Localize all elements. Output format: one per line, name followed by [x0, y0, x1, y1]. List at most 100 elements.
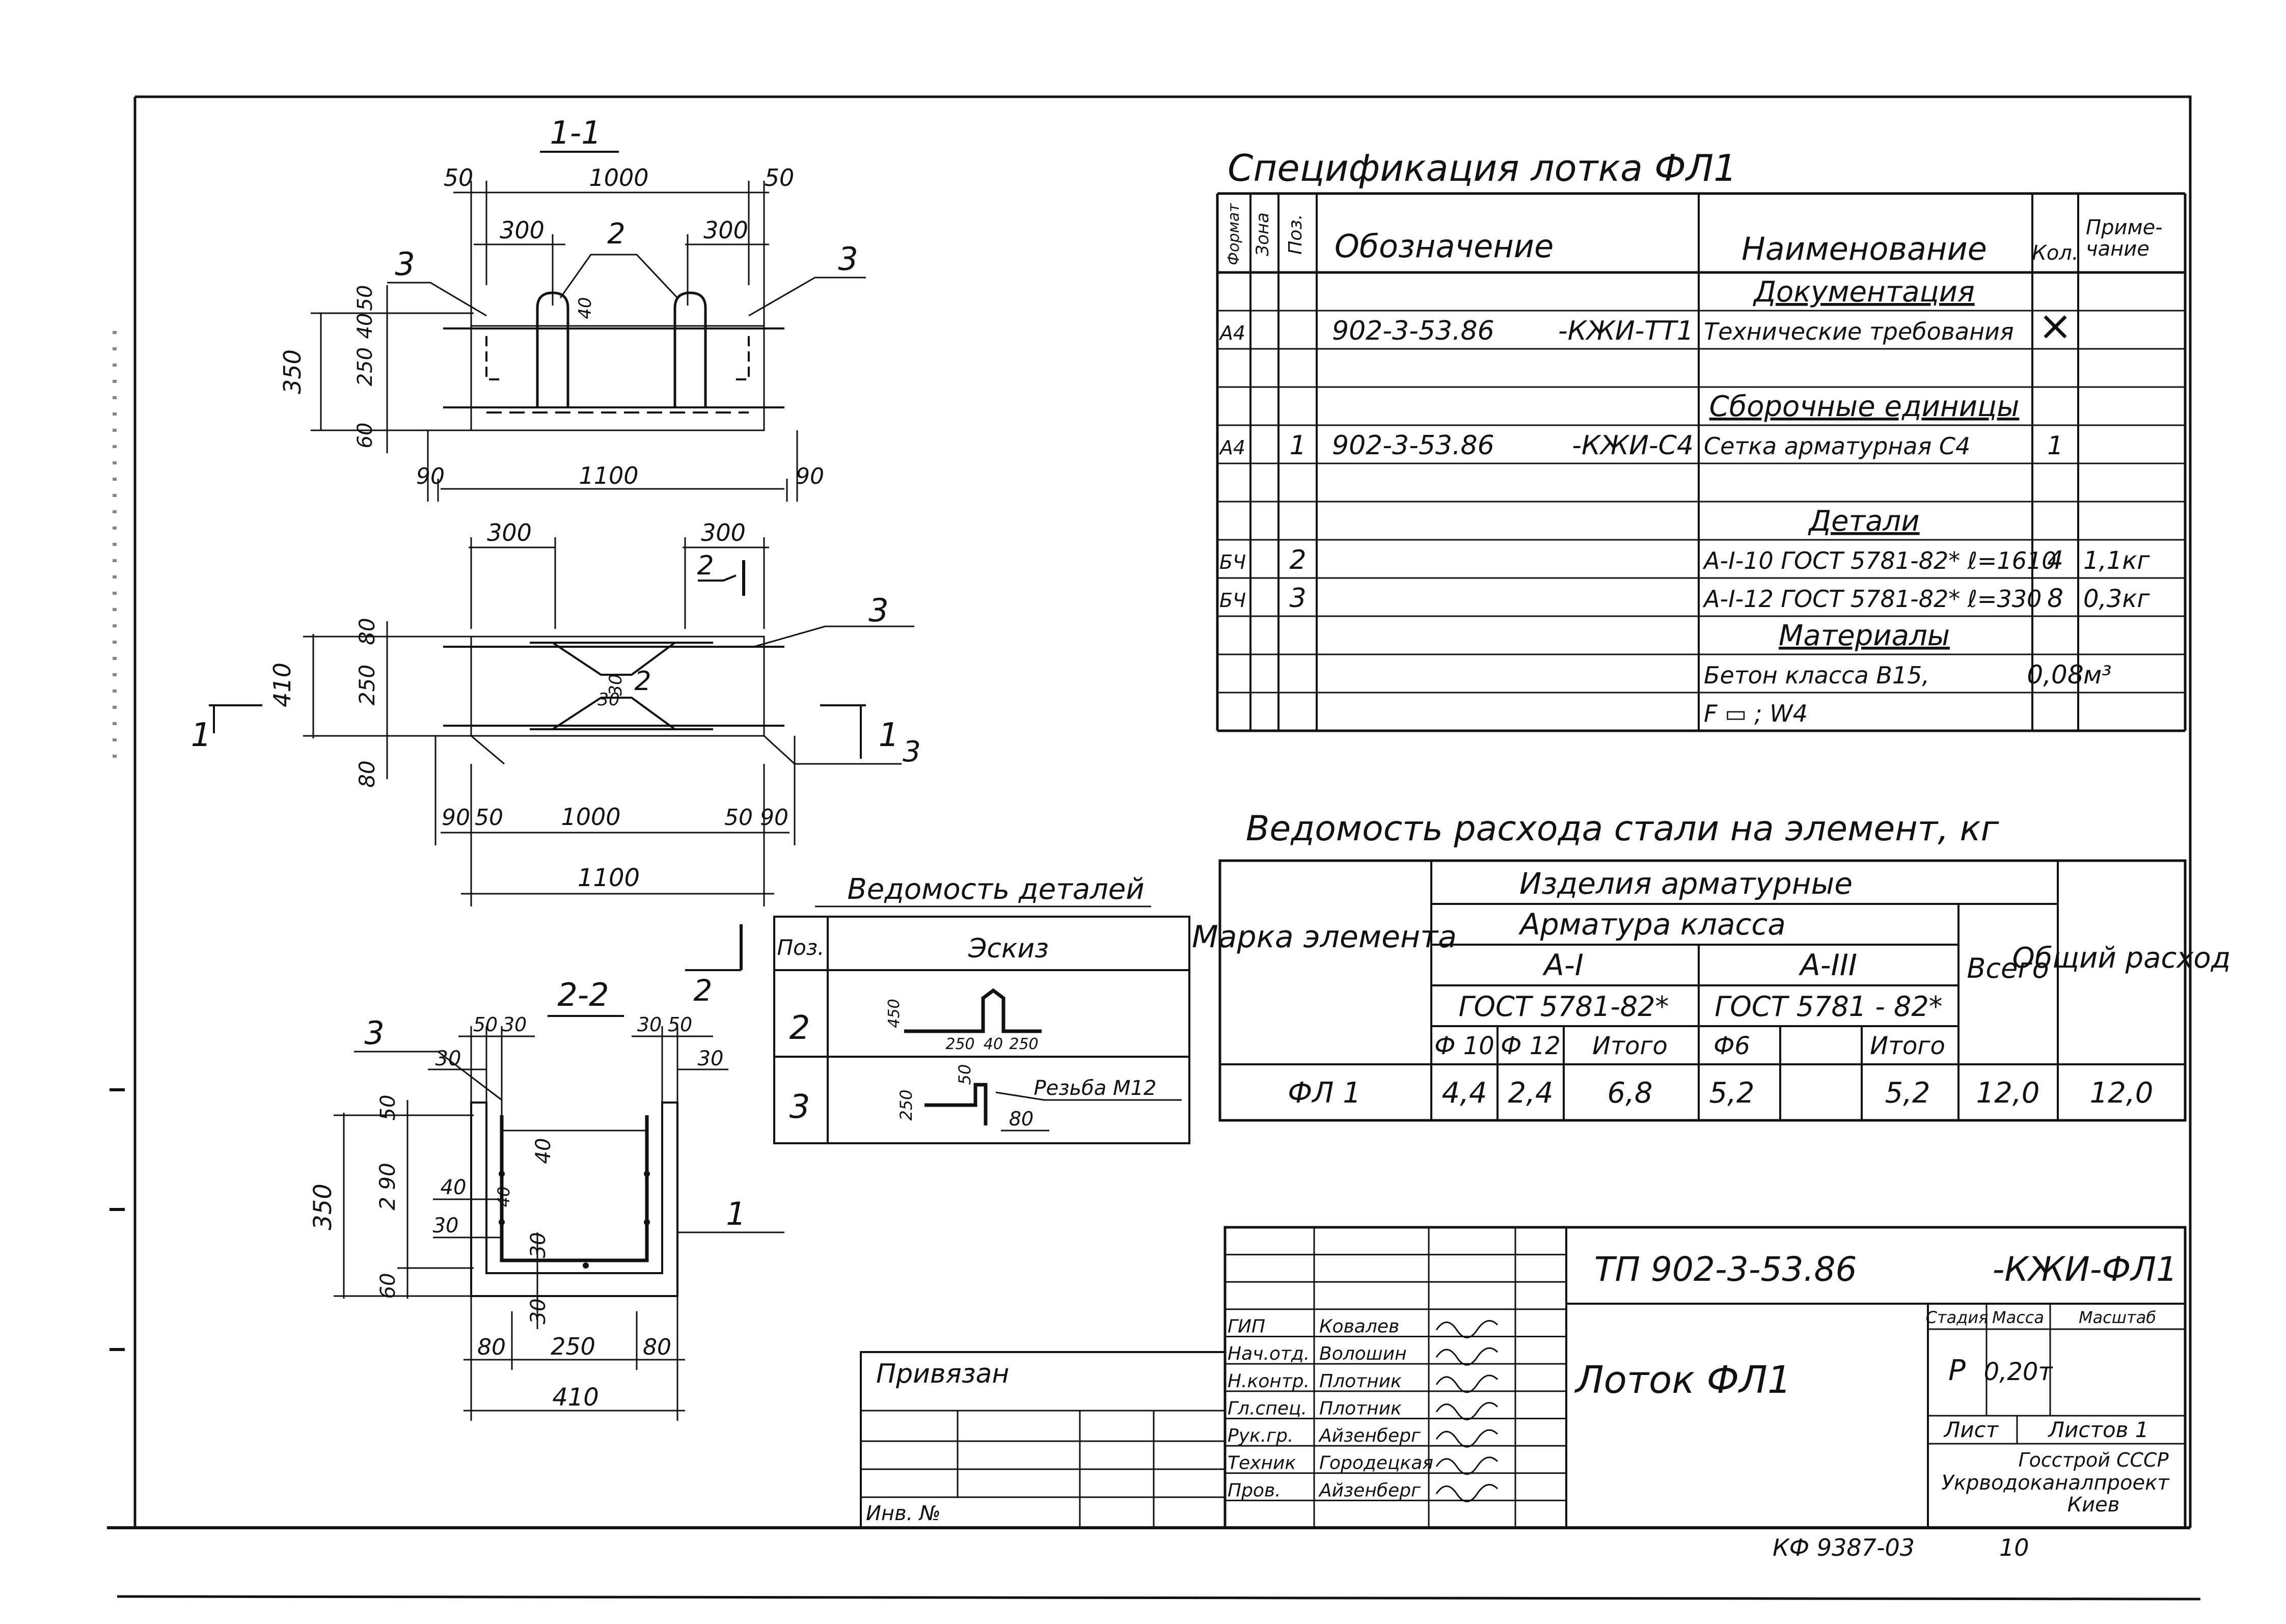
- plan-dim-80-top: 80: [355, 618, 379, 645]
- steel-header-products: Изделия арматурные: [1519, 866, 1853, 901]
- s22-dim-40-c: 40: [532, 1138, 555, 1164]
- dim-1000: 1000: [589, 164, 648, 191]
- spec-row-qty: 1: [2047, 431, 2063, 460]
- stage-value: Р: [1948, 1354, 1966, 1387]
- signature-name: Ковалев: [1319, 1316, 1399, 1337]
- plan-dim-90-a: 90: [442, 805, 470, 831]
- spec-row-format: А4: [1218, 436, 1245, 459]
- signature-scribble: [1435, 1456, 1499, 1475]
- signature-scribble: [1435, 1483, 1499, 1502]
- s22-dim-250: 250: [551, 1333, 595, 1360]
- steel-row-total: 12,0: [1976, 1077, 2040, 1110]
- s22-dim-30-e: 30: [527, 1299, 550, 1325]
- steel-header-f12: Ф 12: [1501, 1032, 1561, 1060]
- dim-350: 350: [279, 349, 306, 394]
- s22-dim-350: 350: [309, 1183, 337, 1230]
- drawing-name: Лоток ФЛ1: [1574, 1358, 1791, 1402]
- plan-bar-2: 2: [634, 666, 651, 697]
- plan-view: 300 300 2 3 2 30 30 410 80 250 80 1 1 3: [191, 519, 921, 906]
- signature-scribble: [1435, 1374, 1499, 1393]
- s22-dim-40-a: 40: [441, 1176, 467, 1199]
- dim-300-left: 300: [500, 216, 545, 244]
- spec-row-name: F ▭ ; W4: [1704, 700, 1808, 727]
- detail-2-dim-40: 40: [984, 1035, 1003, 1053]
- signature-name: Волошин: [1319, 1343, 1407, 1364]
- detail-2-dim-250b: 250: [1009, 1035, 1038, 1053]
- details-title: Ведомость деталей: [847, 873, 1144, 906]
- section-2-2-callout-3: 3: [364, 1014, 384, 1052]
- detail-2-sketch: 450 250 40 250: [885, 988, 1042, 1053]
- steel-header-gost3: ГОСТ 5781 - 82*: [1715, 990, 1942, 1023]
- drawing-code-suffix: -КЖИ-ФЛ1: [1993, 1250, 2178, 1289]
- signature-scribble: [1435, 1347, 1499, 1366]
- spec-row-qty: ×: [2038, 302, 2072, 349]
- signature-role: ГИП: [1228, 1316, 1265, 1337]
- dim-50-left: 50: [444, 164, 474, 191]
- dim-90-right: 90: [796, 463, 824, 489]
- s22-dim-290: 2 90: [375, 1163, 400, 1210]
- drawing-code: ТП 902-3-53.86: [1594, 1250, 1857, 1289]
- signature-scribble: [1435, 1429, 1499, 1448]
- spec-row-pos: 1: [1289, 430, 1306, 461]
- s22-dim-50: 50: [473, 1013, 498, 1036]
- spec-section-heading: Детали: [1807, 505, 1919, 538]
- mass-value: 0,20т: [1984, 1358, 2054, 1386]
- spec-section-heading: Материалы: [1779, 619, 1950, 652]
- plan-dim-410: 410: [268, 663, 296, 707]
- signature-name: Плотник: [1319, 1371, 1402, 1392]
- steel-row-f6: 5,2: [1709, 1077, 1754, 1110]
- signature-role: Пров.: [1228, 1480, 1281, 1501]
- steel-header-total: Всего: [1967, 952, 2049, 984]
- cut-1-left: 1: [191, 717, 212, 754]
- steel-row-itogo1: 6,8: [1607, 1077, 1652, 1110]
- spec-row-name: Технические требования: [1704, 318, 2014, 345]
- spec-header-name: Наименование: [1741, 230, 1987, 267]
- callout-3-left: 3: [395, 245, 415, 283]
- plan-dim-300-left: 300: [487, 519, 532, 546]
- dim-90-left: 90: [416, 463, 445, 489]
- sheets-label: Листов 1: [2048, 1417, 2149, 1442]
- inventory-label: Инв. №: [866, 1502, 941, 1525]
- scale-label: Масштаб: [2079, 1308, 2156, 1327]
- s22-dim-80-b: 80: [643, 1334, 671, 1360]
- steel-row-mark: ФЛ 1: [1288, 1077, 1361, 1110]
- spec-row-designation: 902-3-53.86: [1332, 430, 1494, 461]
- steel-header-rebar: Арматура класса: [1518, 907, 1786, 942]
- plan-mark-2: 2: [697, 550, 714, 581]
- spec-section-heading: Сборочные единицы: [1709, 390, 2020, 423]
- signature-role: Н.контр.: [1228, 1371, 1310, 1392]
- signature-role: Гл.спец.: [1228, 1398, 1307, 1419]
- section-1-1: 1-1 50 1000 50 300 300 2 3 3 40: [279, 114, 866, 502]
- details-table: Ведомость деталей Поз. Эскиз 2 3 450 250…: [773, 873, 1190, 1144]
- steel-header-f6: Ф6: [1713, 1032, 1750, 1060]
- steel-header-a1: А-I: [1542, 948, 1584, 982]
- spec-row-pos: 3: [1289, 583, 1306, 614]
- steel-title: Ведомость расхода стали на элемент, кг: [1246, 809, 2000, 849]
- signature-role: Рук.гр.: [1228, 1425, 1293, 1446]
- details-row-3-pos: 3: [790, 1088, 810, 1126]
- spec-header-qty: Кол.: [2032, 241, 2078, 265]
- detail-3-dim-50: 50: [955, 1064, 974, 1085]
- steel-table: Ведомость расхода стали на элемент, кг М…: [1192, 809, 2230, 1122]
- s22-callout-1: 1: [726, 1195, 746, 1232]
- binding-label: Привязан: [876, 1359, 1009, 1389]
- s22-dim-30-right: 30: [698, 1047, 724, 1070]
- s22-dim-30-a: 30: [502, 1013, 527, 1036]
- spec-row-note: 0,3кг: [2083, 585, 2150, 613]
- signature-name: Айзенберг: [1318, 1480, 1421, 1501]
- plan-dim-80-bottom: 80: [355, 760, 379, 787]
- s22-dim-410: 410: [552, 1383, 599, 1412]
- plan-callout-3-bottom: 3: [903, 735, 921, 768]
- spec-row-suffix: -КЖИ-ТТ1: [1558, 316, 1694, 346]
- spec-row-pos: 2: [1289, 545, 1306, 575]
- dim-40-inner: 40: [575, 297, 595, 319]
- stage-label: Стадия: [1926, 1308, 1989, 1327]
- spec-row-note: м³: [2083, 661, 2111, 690]
- steel-row-f12: 2,4: [1508, 1077, 1553, 1110]
- plan-callout-3: 3: [868, 592, 888, 629]
- spec-header-note: Приме-чание: [2086, 216, 2163, 261]
- plan-dim-30-b: 30: [597, 690, 619, 710]
- s22-dim-30-left: 30: [436, 1047, 461, 1070]
- signature-role: Техник: [1228, 1453, 1296, 1474]
- plan-dim-1000: 1000: [561, 803, 620, 831]
